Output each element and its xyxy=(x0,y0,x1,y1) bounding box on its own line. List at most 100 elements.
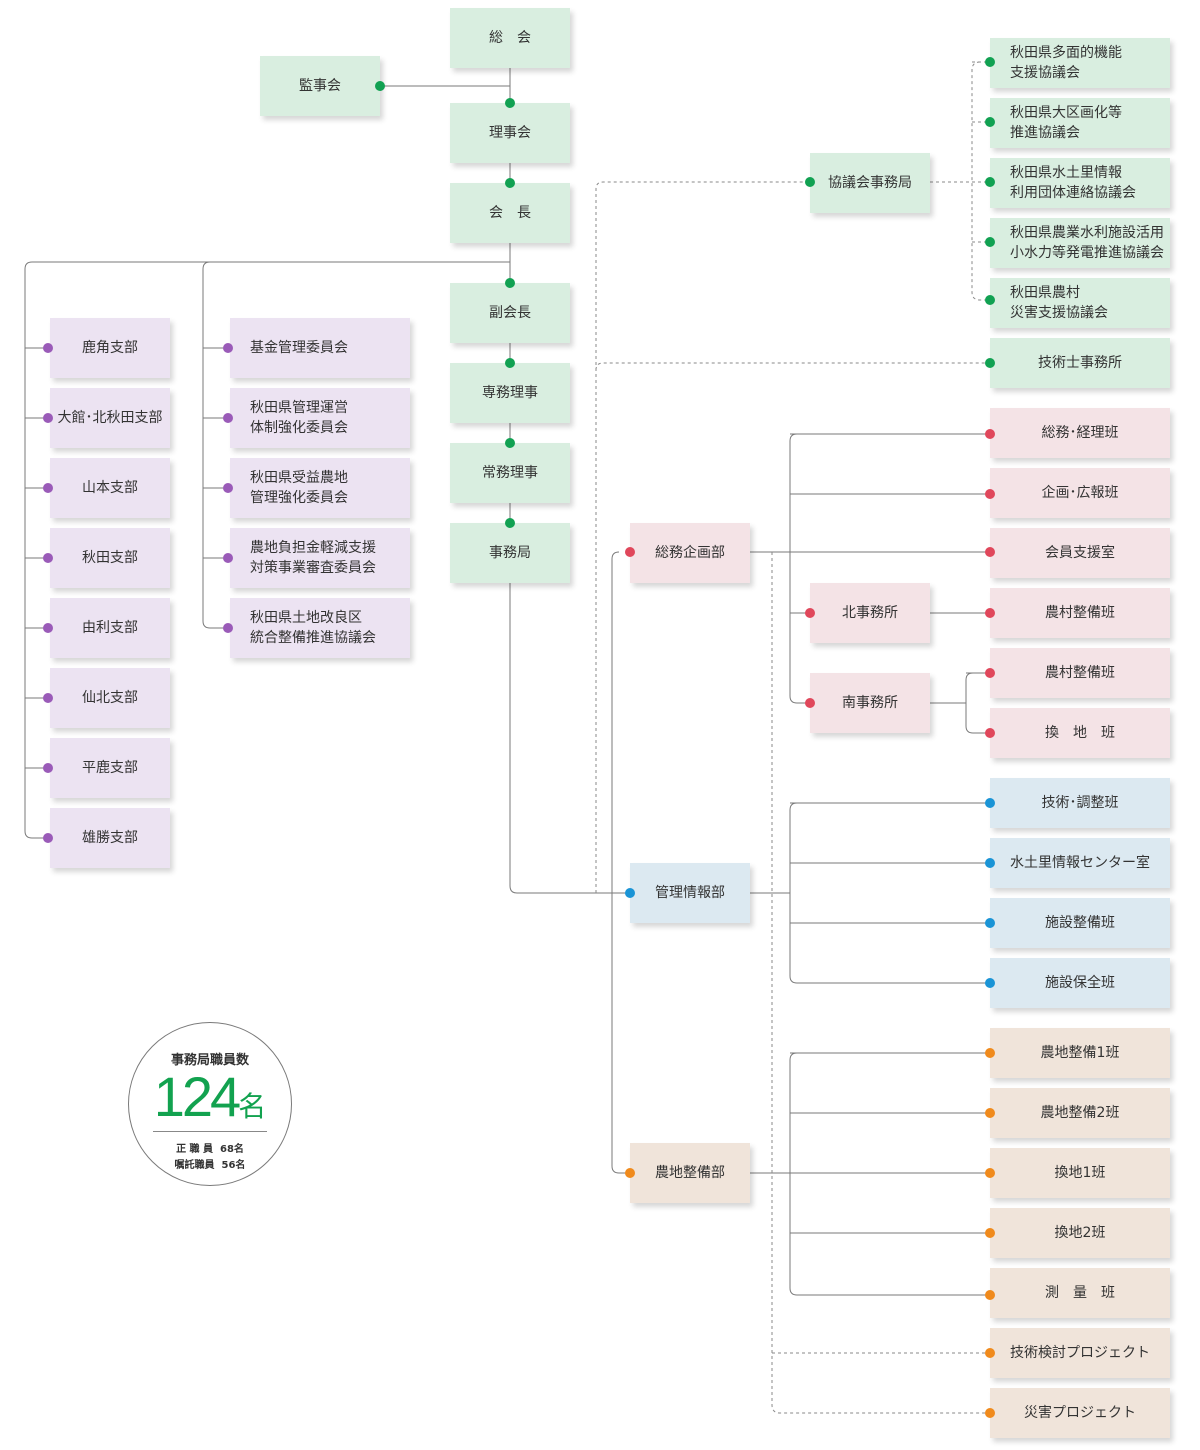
managing-director-box: 常務理事 xyxy=(450,443,570,503)
staff-row: 正 職 員 68名 xyxy=(129,1140,291,1155)
unit-box: 農地整備1班 xyxy=(990,1028,1170,1078)
branch-box: 山本支部 xyxy=(50,458,170,518)
unit-box: 農村整備班 xyxy=(990,588,1170,638)
secretariat-box: 事務局 xyxy=(450,523,570,583)
connector-dot xyxy=(985,1048,995,1058)
connector-dot xyxy=(985,1408,995,1418)
connector-dot xyxy=(43,413,53,423)
connector-dot xyxy=(985,429,995,439)
connector-dot xyxy=(625,547,635,557)
connector-dot xyxy=(505,98,515,108)
staff-row-label: 正 職 員 xyxy=(176,1144,214,1155)
branch-box: 雄勝支部 xyxy=(50,808,170,868)
south-office-box: 南事務所 xyxy=(810,673,930,733)
connector-dot xyxy=(985,547,995,557)
unit-box: 企画･広報班 xyxy=(990,468,1170,518)
unit-box: 会員支援室 xyxy=(990,528,1170,578)
council-box: 秋田県大区画化等 推進協議会 xyxy=(990,98,1170,148)
unit-box: 施設整備班 xyxy=(990,898,1170,948)
branch-box: 仙北支部 xyxy=(50,668,170,728)
connector-dot xyxy=(505,518,515,528)
staff-row-value: 68名 xyxy=(220,1144,244,1155)
connector-dot xyxy=(43,693,53,703)
council-office-box: 協議会事務局 xyxy=(810,153,930,213)
connector-dot xyxy=(805,177,815,187)
farmland-box: 農地整備部 xyxy=(630,1143,750,1203)
branch-box: 秋田支部 xyxy=(50,528,170,588)
connector-dot xyxy=(43,763,53,773)
connector-dot xyxy=(625,1168,635,1178)
connector-dot xyxy=(43,553,53,563)
general-assembly-box: 総 会 xyxy=(450,8,570,68)
unit-box: 総務･経理班 xyxy=(990,408,1170,458)
management-info-box: 管理情報部 xyxy=(630,863,750,923)
connector-dot xyxy=(505,178,515,188)
connector-dot xyxy=(985,489,995,499)
council-box: 秋田県農村 災害支援協議会 xyxy=(990,278,1170,328)
connector-dot xyxy=(223,623,233,633)
committee-box: 基金管理委員会 xyxy=(230,318,410,378)
connector-dot xyxy=(985,177,995,187)
committee-box: 秋田県受益農地 管理強化委員会 xyxy=(230,458,410,518)
staff-total-unit: 名 xyxy=(238,1091,267,1122)
connector-dot xyxy=(985,728,995,738)
chairman-box: 会 長 xyxy=(450,183,570,243)
senior-director-box: 専務理事 xyxy=(450,363,570,423)
connector-dot xyxy=(805,698,815,708)
general-planning-box: 総務企画部 xyxy=(630,523,750,583)
connector-dot xyxy=(43,483,53,493)
branch-box: 大館･北秋田支部 xyxy=(50,388,170,448)
council-box: 秋田県農業水利施設活用 小水力等発電推進協議会 xyxy=(990,218,1170,268)
staff-row-value: 56名 xyxy=(221,1160,246,1171)
committee-box: 秋田県管理運営 体制強化委員会 xyxy=(230,388,410,448)
connector-dot xyxy=(985,295,995,305)
connector-dot xyxy=(985,978,995,988)
branch-box: 鹿角支部 xyxy=(50,318,170,378)
unit-box: 施設保全班 xyxy=(990,958,1170,1008)
connector-dot xyxy=(985,858,995,868)
connector-dot xyxy=(985,1290,995,1300)
engineer-office-box: 技術士事務所 xyxy=(990,338,1170,388)
staff-total-number: 124 xyxy=(153,1065,241,1128)
connector-dot xyxy=(985,1348,995,1358)
connector-dot xyxy=(223,553,233,563)
committee-box: 農地負担金軽減支援 対策事業審査委員会 xyxy=(230,528,410,588)
connector-dot xyxy=(805,608,815,618)
project-box: 災害プロジェクト xyxy=(990,1388,1170,1438)
committee-box: 秋田県土地改良区 統合整備推進協議会 xyxy=(230,598,410,658)
auditors-box: 監事会 xyxy=(260,56,380,116)
staff-row-label: 嘱託職員 xyxy=(174,1160,215,1171)
staff-divider xyxy=(153,1131,267,1132)
unit-box: 技術･調整班 xyxy=(990,778,1170,828)
connector-dot xyxy=(43,623,53,633)
unit-box: 水土里情報センター室 xyxy=(990,838,1170,888)
unit-box: 換地1班 xyxy=(990,1148,1170,1198)
unit-box: 農地整備2班 xyxy=(990,1088,1170,1138)
connector-dot xyxy=(375,81,385,91)
council-box: 秋田県水土里情報 利用団体連絡協議会 xyxy=(990,158,1170,208)
connector-dot xyxy=(985,1108,995,1118)
connector-dot xyxy=(985,57,995,67)
staff-count-badge: 事務局職員数 124名 正 職 員 68名 嘱託職員 56名 xyxy=(128,1022,292,1186)
branch-box: 由利支部 xyxy=(50,598,170,658)
unit-box: 換地2班 xyxy=(990,1208,1170,1258)
unit-box: 農村整備班 xyxy=(990,648,1170,698)
connector-dot xyxy=(985,1228,995,1238)
connector-dot xyxy=(985,668,995,678)
connector-dot xyxy=(505,438,515,448)
connector-dot xyxy=(625,888,635,898)
connector-dot xyxy=(985,1168,995,1178)
branch-box: 平鹿支部 xyxy=(50,738,170,798)
connector-dot xyxy=(985,237,995,247)
staff-count-total: 124名 xyxy=(129,1067,291,1127)
vice-chairman-box: 副会長 xyxy=(450,283,570,343)
connector-dot xyxy=(505,278,515,288)
connector-dot xyxy=(985,918,995,928)
connector-dot xyxy=(985,798,995,808)
unit-box: 換 地 班 xyxy=(990,708,1170,758)
council-box: 秋田県多面的機能 支援協議会 xyxy=(990,38,1170,88)
project-box: 技術検討プロジェクト xyxy=(990,1328,1170,1378)
connector-dot xyxy=(223,343,233,353)
connector-dot xyxy=(505,358,515,368)
